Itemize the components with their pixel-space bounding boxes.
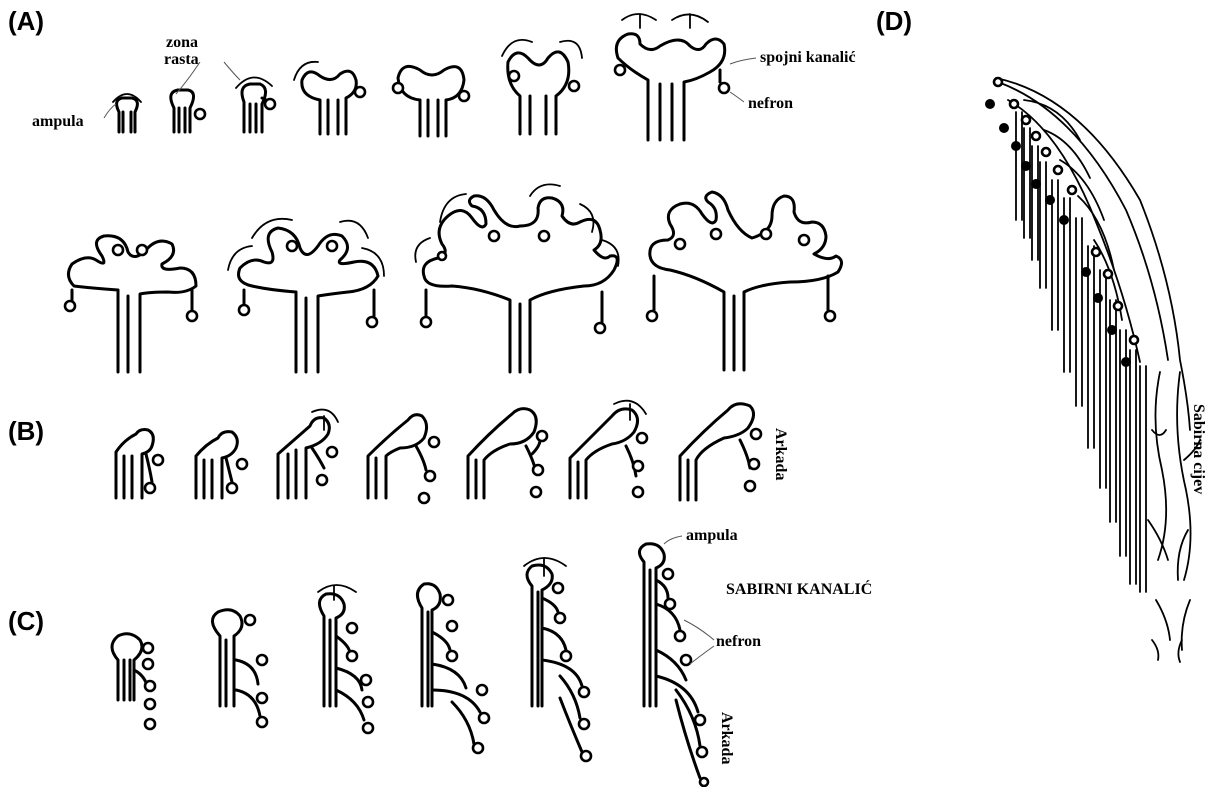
panel-b-stage-5 xyxy=(468,409,547,498)
sabirni-kanalic-label: SABIRNI KANALIĆ xyxy=(726,579,872,598)
panel-a-stage-11 xyxy=(647,192,842,370)
panel-a-stage-3 xyxy=(236,77,275,132)
panel-label-c: (C) xyxy=(8,606,44,636)
panel-label-b: (B) xyxy=(8,416,44,446)
panel-b-stage-2 xyxy=(196,432,247,498)
panel-a-stage-6 xyxy=(502,40,582,134)
panel-c-stage-1 xyxy=(112,634,155,729)
panel-label-a: (A) xyxy=(8,6,44,36)
arkada-label-b: Arkada xyxy=(772,428,789,480)
rasta-label: rasta xyxy=(164,51,199,68)
panel-c-stage-4 xyxy=(417,584,489,753)
sabirna-cijev-label: Sabirna cijev xyxy=(1190,404,1207,494)
panel-c-stage-2 xyxy=(212,610,267,727)
ampula-label-c: ampula xyxy=(686,527,738,544)
panel-a-stage-1 xyxy=(113,94,141,132)
panel-a-stage-7 xyxy=(615,14,729,140)
panel-label-d: (D) xyxy=(876,6,912,36)
nefron-label-a: nefron xyxy=(748,95,793,112)
zona-label: zona xyxy=(166,34,198,51)
panel-c-stage-6 xyxy=(639,544,708,786)
nefron-label-c: nefron xyxy=(716,633,761,650)
panel-b-stage-6 xyxy=(570,401,647,498)
panel-a-stage-2 xyxy=(171,90,205,132)
panel-a-stage-5 xyxy=(393,66,469,136)
ampula-label-a: ampula xyxy=(32,113,84,130)
panel-b-stage-7 xyxy=(680,404,761,500)
panel-c-stage-5 xyxy=(524,558,591,761)
arkada-label-c: Arkada xyxy=(718,712,735,764)
panel-b-stage-3 xyxy=(278,410,338,498)
panel-a-stage-4 xyxy=(294,62,365,134)
spojni-kanalic-label: spojni kanalić xyxy=(760,49,856,66)
panel-a-stage-10 xyxy=(415,184,618,372)
panel-c-stage-3 xyxy=(318,585,373,733)
panel-a-stage-9 xyxy=(228,219,384,372)
panel-a-stage-8 xyxy=(65,236,197,372)
panel-b-stage-1 xyxy=(116,430,163,499)
panel-b-stage-4 xyxy=(368,415,439,503)
